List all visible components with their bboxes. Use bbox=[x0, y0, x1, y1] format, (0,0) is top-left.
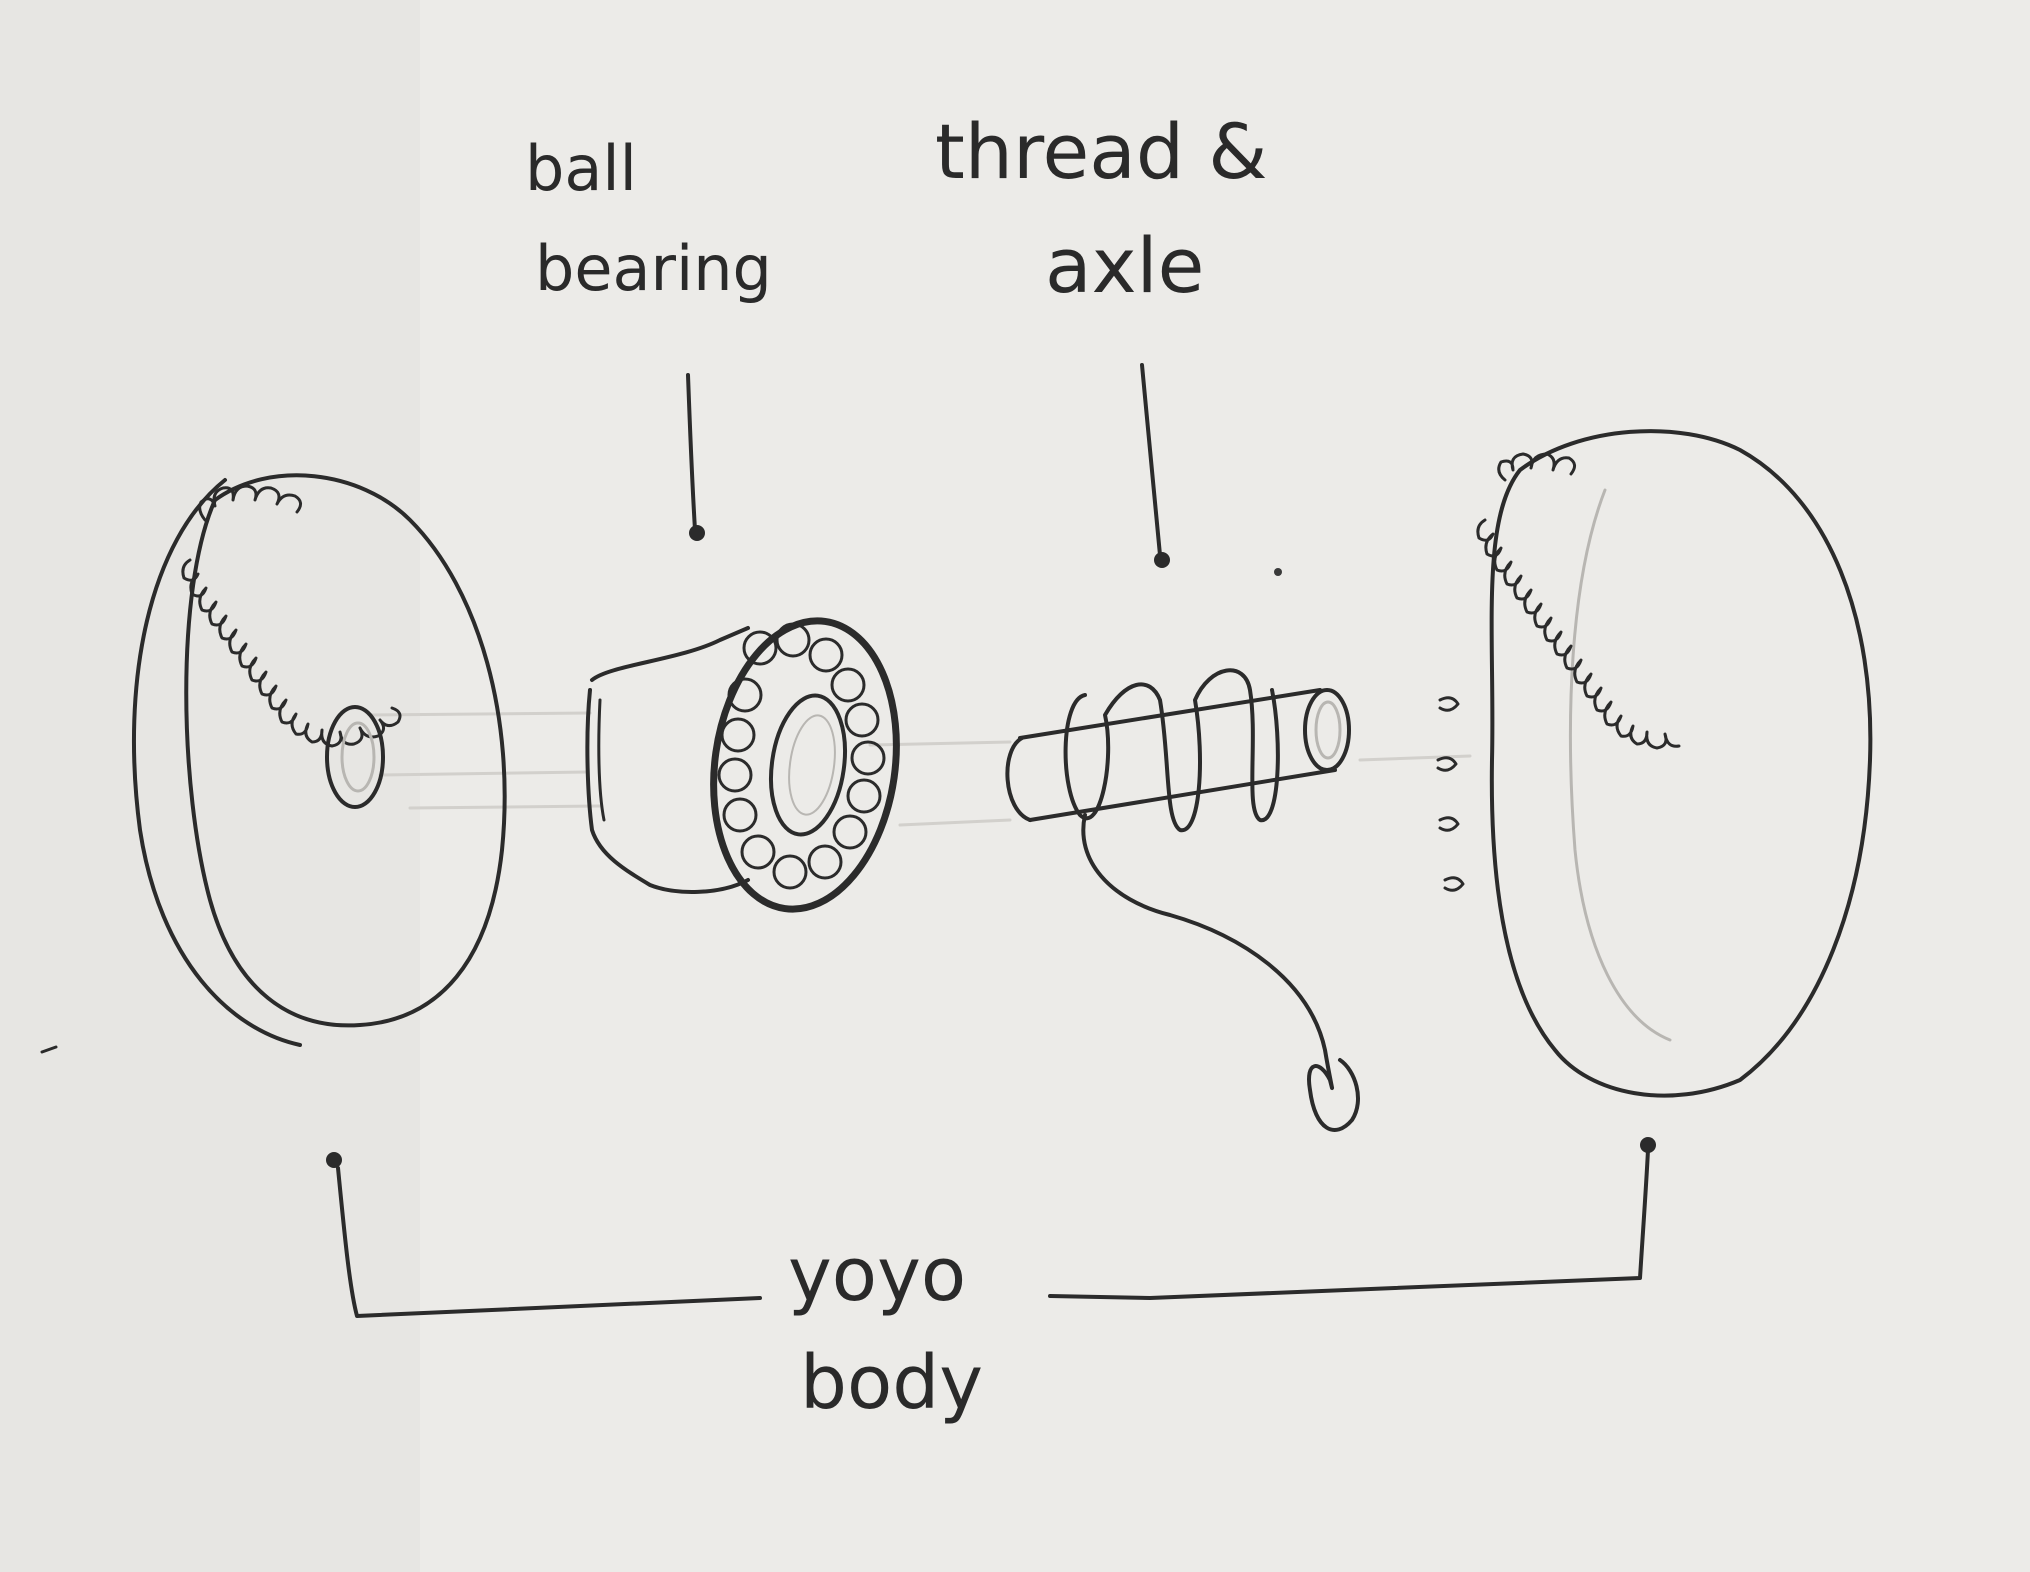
label-yoyo-body-line2: body bbox=[800, 1340, 983, 1426]
ball-bearing bbox=[585, 617, 900, 913]
label-thread-axle: thread & axle bbox=[935, 107, 1268, 310]
center-guide-lines bbox=[368, 711, 1472, 827]
label-thread-axle-line1: thread & bbox=[935, 107, 1268, 196]
left-yoyo-half bbox=[131, 473, 507, 1047]
bearing-inner-race bbox=[769, 693, 847, 837]
bearing-outer-ring bbox=[710, 617, 900, 913]
label-yoyo-body-line1: yoyo bbox=[788, 1232, 966, 1318]
leader-thread-axle bbox=[1140, 363, 1170, 568]
stray-tick bbox=[40, 1045, 58, 1054]
paper-shade-left bbox=[0, 0, 420, 1572]
stray-dot bbox=[1274, 568, 1282, 576]
label-ball-bearing-line2: bearing bbox=[535, 232, 772, 305]
label-thread-axle-line2: axle bbox=[1045, 221, 1204, 310]
label-yoyo-body: yoyo body bbox=[788, 1232, 983, 1426]
leader-yoyo-body bbox=[326, 1137, 1656, 1318]
label-ball-bearing-line1: ball bbox=[525, 132, 637, 205]
left-yoyo-hole bbox=[325, 705, 385, 809]
right-yoyo-half bbox=[1436, 429, 1873, 1098]
leader-dot-thread-axle bbox=[1154, 552, 1170, 568]
bearing-balls bbox=[717, 622, 886, 890]
leader-dot-ball-bearing bbox=[689, 525, 705, 541]
axle bbox=[1005, 688, 1351, 822]
leader-ball-bearing bbox=[686, 373, 705, 541]
axle-end bbox=[1303, 688, 1351, 772]
label-ball-bearing: ball bearing bbox=[525, 132, 772, 305]
leader-dot-right-body bbox=[1640, 1137, 1656, 1153]
leader-dot-left-body bbox=[326, 1152, 342, 1168]
thread bbox=[1063, 668, 1360, 1132]
